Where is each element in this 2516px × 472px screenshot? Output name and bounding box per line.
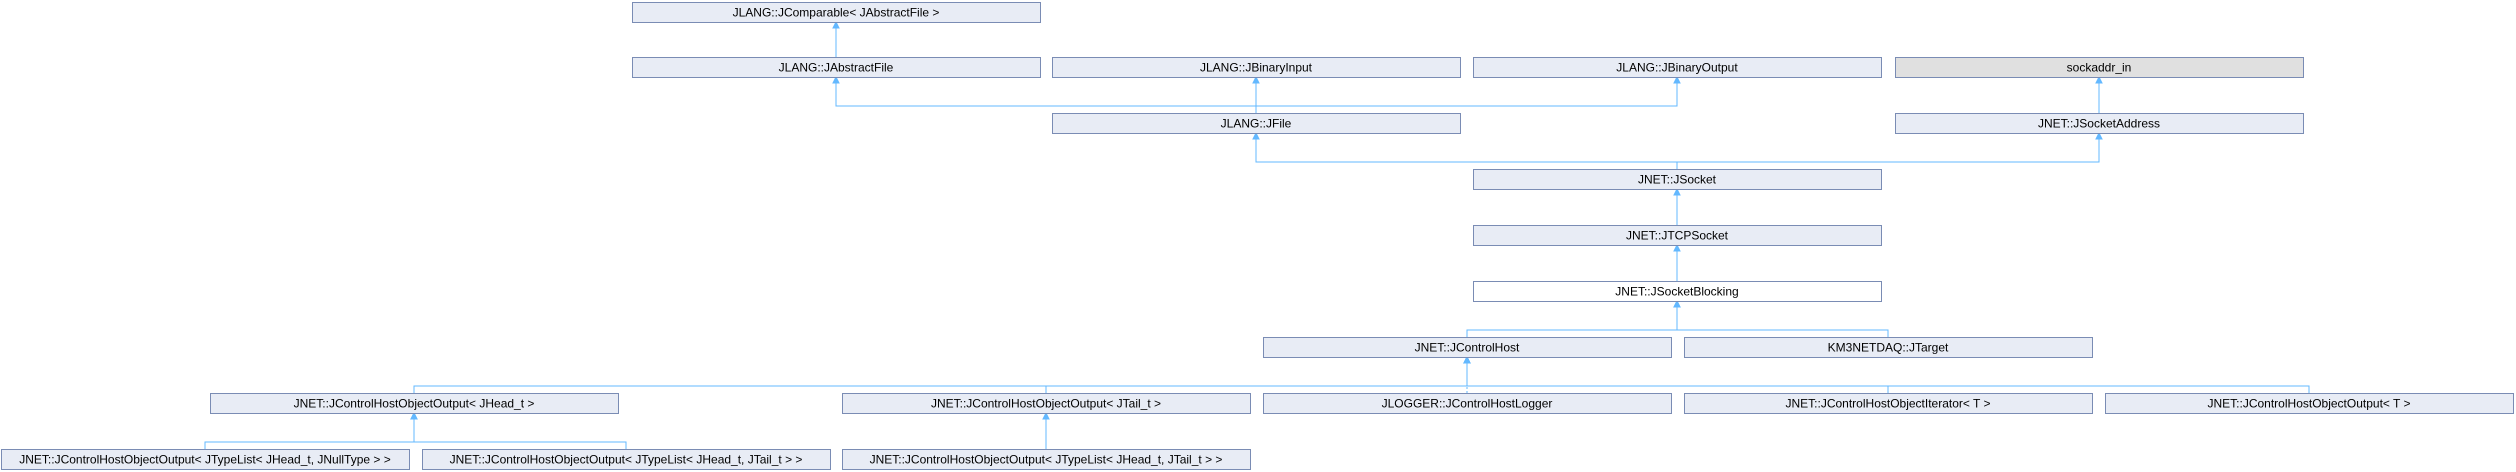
class-node-jcho_tl_tail_a[interactable]: JNET::JControlHostObjectOutput< JTypeLis… — [422, 449, 831, 470]
class-node-jcho_tail[interactable]: JNET::JControlHostObjectOutput< JTail_t … — [842, 393, 1251, 414]
class-node-jabstractfile[interactable]: JLANG::JAbstractFile — [632, 57, 1041, 78]
inheritance-edge-jtarget-to-jsocketblocking — [1676, 306, 1889, 337]
class-node-label: JLANG::JAbstractFile — [779, 61, 894, 75]
class-node-jcho_head[interactable]: JNET::JControlHostObjectOutput< JHead_t … — [210, 393, 619, 414]
class-node-box — [1, 449, 410, 470]
class-node-jcontrolhost[interactable]: JNET::JControlHost — [1263, 337, 1672, 358]
class-node-label: JNET::JControlHostObjectOutput< T > — [2208, 397, 2411, 411]
class-node-label: JLANG::JFile — [1221, 117, 1292, 131]
class-node-jcho_t[interactable]: JNET::JControlHostObjectOutput< T > — [2105, 393, 2514, 414]
class-node-box — [1473, 225, 1882, 246]
class-node-label: JNET::JSocket — [1638, 173, 1717, 187]
class-node-box — [1684, 337, 2093, 358]
class-node-jcho_tl_null[interactable]: JNET::JControlHostObjectOutput< JTypeLis… — [1, 449, 410, 470]
class-node-label: JLOGGER::JControlHostLogger — [1382, 397, 1553, 411]
class-node-jcho_tl_tail_b[interactable]: JNET::JControlHostObjectOutput< JTypeLis… — [842, 449, 1251, 470]
class-node-box — [1895, 113, 2304, 134]
class-node-jbinaryinput[interactable]: JLANG::JBinaryInput — [1052, 57, 1461, 78]
class-node-jsocketaddress[interactable]: JNET::JSocketAddress — [1895, 113, 2304, 134]
inheritance-edge-jcho_t-to-jcontrolhost — [1466, 362, 2310, 393]
inheritance-edge-jsocket-to-jsocketaddress — [1676, 138, 2100, 169]
edge-arrowhead — [410, 411, 418, 420]
inheritance-edge-jcho_tail-to-jcontrolhost — [1045, 362, 1468, 393]
class-node-box — [1263, 337, 1672, 358]
class-node-box — [210, 393, 619, 414]
inheritance-edge-jfile-to-jbinaryoutput — [1255, 82, 1678, 113]
inheritance-edge-jsocket-to-jfile — [1255, 138, 1678, 169]
class-node-sockaddr_in[interactable]: sockaddr_in — [1895, 57, 2304, 78]
class-node-box — [1684, 393, 2093, 414]
class-node-box — [1895, 57, 2304, 78]
class-node-box — [1473, 281, 1882, 302]
class-node-label: JNET::JControlHostObjectOutput< JHead_t … — [294, 397, 535, 411]
class-node-label: JNET::JTCPSocket — [1626, 229, 1729, 243]
edge-arrowhead — [1463, 355, 1471, 364]
edge-arrowhead — [1042, 411, 1050, 420]
class-node-label: JNET::JControlHost — [1415, 341, 1520, 355]
class-node-label: JLANG::JComparable< JAbstractFile > — [733, 6, 940, 20]
class-node-label: sockaddr_in — [2067, 61, 2132, 75]
class-node-label: JNET::JControlHostObjectOutput< JTypeLis… — [19, 453, 391, 467]
class-node-box — [842, 393, 1251, 414]
edge-arrowhead — [1252, 131, 1260, 140]
edge-arrowhead — [832, 20, 840, 29]
inheritance-edge-jcho_tl_null-to-jcho_head — [204, 418, 415, 449]
class-node-jchoiterator[interactable]: JNET::JControlHostObjectIterator< T > — [1684, 393, 2093, 414]
class-node-jsocketblocking[interactable]: JNET::JSocketBlocking — [1473, 281, 1882, 302]
class-node-label: JNET::JSocketAddress — [2038, 117, 2160, 131]
class-node-box — [1473, 169, 1882, 190]
edges-layer — [204, 20, 2310, 449]
class-node-box — [632, 57, 1041, 78]
class-node-jcomparable[interactable]: JLANG::JComparable< JAbstractFile > — [632, 2, 1041, 23]
edge-arrowhead — [2095, 75, 2103, 84]
class-node-label: JNET::JControlHostObjectIterator< T > — [1786, 397, 1991, 411]
class-node-box — [1263, 393, 1672, 414]
class-node-jcontrolhostlogger[interactable]: JLOGGER::JControlHostLogger — [1263, 393, 1672, 414]
edge-arrowhead — [1673, 243, 1681, 252]
inheritance-edge-jcho_tl_tail_a-to-jcho_head — [413, 418, 627, 449]
class-node-label: JNET::JControlHostObjectOutput< JTail_t … — [931, 397, 1161, 411]
edge-arrowhead — [832, 75, 840, 84]
class-node-box — [2105, 393, 2514, 414]
inheritance-edge-jfile-to-jabstractfile — [835, 82, 1257, 113]
class-node-label: JLANG::JBinaryInput — [1200, 61, 1313, 75]
class-node-label: JLANG::JBinaryOutput — [1616, 61, 1738, 75]
edge-arrowhead — [2095, 131, 2103, 140]
class-node-box — [1052, 113, 1461, 134]
class-node-jsocket[interactable]: JNET::JSocket — [1473, 169, 1882, 190]
class-node-jtarget[interactable]: KM3NETDAQ::JTarget — [1684, 337, 2093, 358]
class-node-label: JNET::JControlHostObjectOutput< JTypeLis… — [870, 453, 1223, 467]
class-node-box — [842, 449, 1251, 470]
edge-arrowhead — [1673, 299, 1681, 308]
class-node-label: JNET::JControlHostObjectOutput< JTypeLis… — [450, 453, 803, 467]
class-node-jtcpsocket[interactable]: JNET::JTCPSocket — [1473, 225, 1882, 246]
edge-arrowhead — [1673, 187, 1681, 196]
class-node-label: KM3NETDAQ::JTarget — [1828, 341, 1949, 355]
inheritance-edge-jcontrolhost-to-jsocketblocking — [1466, 306, 1678, 337]
inheritance-edge-jchoiterator-to-jcontrolhost — [1466, 362, 1889, 393]
class-node-box — [422, 449, 831, 470]
class-node-box — [1052, 57, 1461, 78]
class-node-jfile[interactable]: JLANG::JFile — [1052, 113, 1461, 134]
edge-arrowhead — [1252, 75, 1260, 84]
inheritance-edge-jcho_head-to-jcontrolhost — [413, 362, 1468, 393]
class-node-jbinaryoutput[interactable]: JLANG::JBinaryOutput — [1473, 57, 1882, 78]
class-node-box — [1473, 57, 1882, 78]
class-node-label: JNET::JSocketBlocking — [1615, 285, 1738, 299]
class-node-box — [632, 2, 1041, 23]
edge-arrowhead — [1673, 75, 1681, 84]
